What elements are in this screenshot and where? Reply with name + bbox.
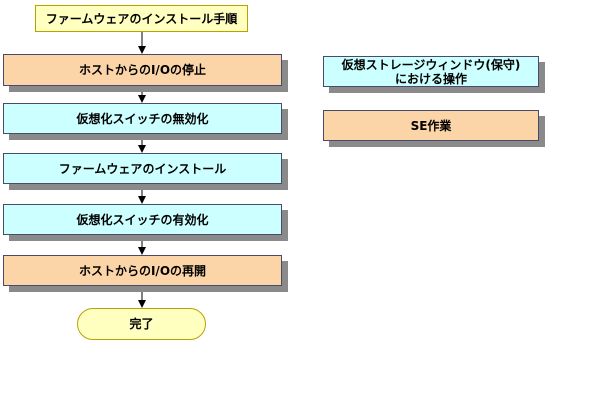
flow-end: 完了 [77,308,206,340]
step-disable-virtualization-switch: 仮想化スイッチの無効化 [3,103,282,134]
step-resume-host-io: ホストからのI/Oの再開 [3,255,282,286]
step-enable-virtualization-switch: 仮想化スイッチの有効化 [3,204,282,235]
flow-start-title: ファームウェアのインストール手順 [35,5,248,32]
step-stop-host-io: ホストからのI/Oの停止 [3,54,282,86]
legend-storage-window-operation: 仮想ストレージウィンドウ(保守) における操作 [323,56,539,87]
step-install-firmware: ファームウェアのインストール [3,153,282,184]
legend-se-work: SE作業 [323,110,539,141]
